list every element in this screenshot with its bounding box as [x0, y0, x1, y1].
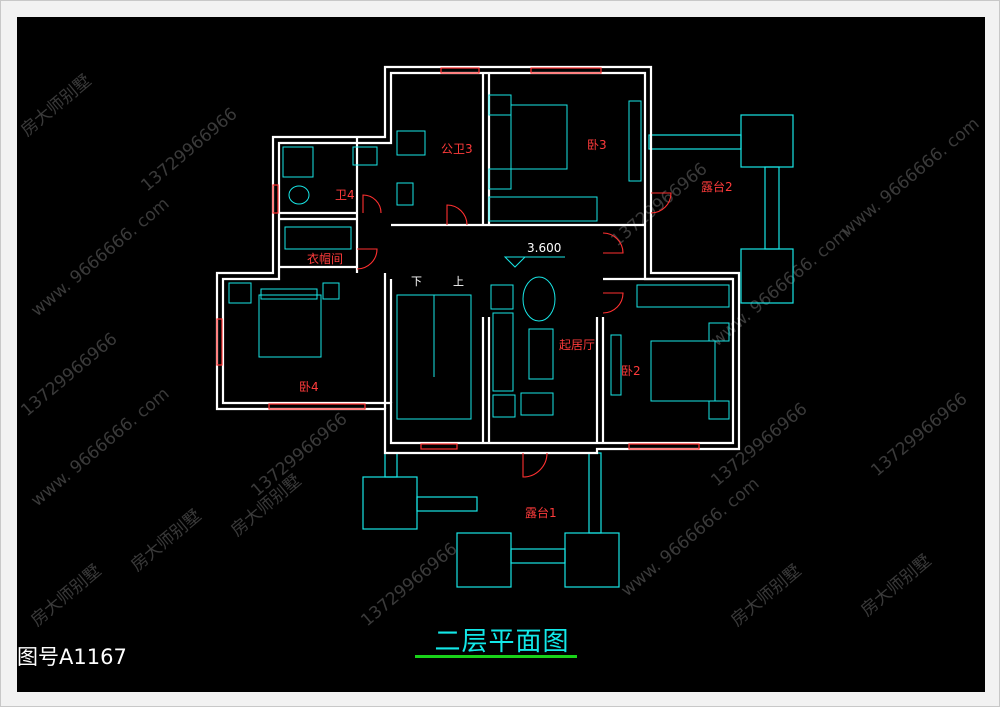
watermark-brand: 房大师别墅: [17, 71, 95, 141]
room-label-bedroom-2: 卧2: [621, 364, 641, 378]
watermark-brand: 房大师别墅: [27, 561, 105, 631]
watermark-phone: 13729966966: [867, 389, 971, 481]
stair-up-label: 上: [453, 275, 464, 288]
watermark-phone: 13729966966: [137, 104, 241, 196]
room-label-public-bath-3: 公卫3: [441, 142, 473, 156]
elevation-label: 3.600: [527, 241, 561, 255]
watermark-site: www. 9666666. com: [27, 194, 173, 321]
stair-down-label: 下: [411, 275, 422, 288]
watermark-brand: 房大师别墅: [857, 551, 935, 621]
walls: [215, 65, 741, 455]
fixtures: [228, 94, 730, 420]
watermark-layer: 13729966966 13729966966 13729966966 1372…: [17, 71, 983, 631]
room-label-bedroom-3: 卧3: [587, 138, 607, 152]
cad-canvas: 13729966966 13729966966 13729966966 1372…: [17, 17, 985, 692]
watermark-phone: 13729966966: [17, 329, 121, 421]
room-label-living-room: 起居厅: [559, 338, 595, 352]
title-underline: [415, 655, 577, 658]
watermark-phone: 13729966966: [357, 539, 461, 631]
windows: [216, 67, 700, 450]
room-label-terrace-1: 露台1: [525, 505, 557, 520]
room-label-terrace-2: 露台2: [701, 179, 733, 194]
doors: [356, 192, 672, 478]
room-label-bedroom-4: 卧4: [299, 380, 319, 394]
room-label-closet: 衣帽间: [307, 251, 343, 266]
watermark-site: www. 9666666. com: [617, 474, 763, 601]
watermark-brand: 房大师别墅: [727, 561, 805, 631]
drawing-title: 二层平面图: [434, 627, 570, 657]
room-label-bath-4: 卫4: [335, 188, 355, 202]
floor-plan: 13729966966 13729966966 13729966966 1372…: [17, 65, 983, 631]
watermark-brand: 房大师别墅: [127, 506, 205, 576]
watermark-phone: 13729966966: [607, 159, 711, 251]
drawing-number: 图号A1167: [17, 645, 127, 669]
watermark-site: www. 9666666. com: [837, 114, 983, 241]
watermark-phone: 13729966966: [707, 399, 811, 491]
